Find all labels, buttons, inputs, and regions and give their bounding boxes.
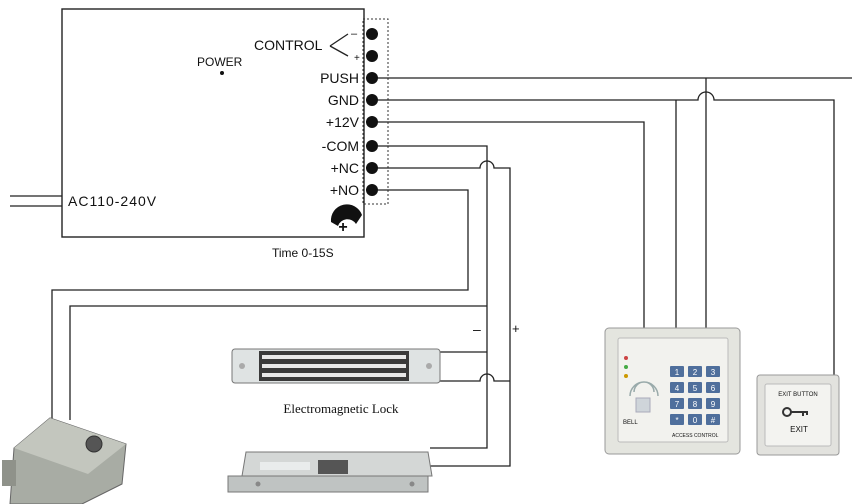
control-bracket	[329, 33, 349, 57]
keypad-key[interactable]	[670, 366, 684, 377]
electromagnetic-lock-label: Electromagnetic Lock	[283, 401, 399, 416]
keypad-key[interactable]	[706, 382, 720, 393]
timer-knob-symbol: +	[338, 219, 347, 236]
terminal-label-nc: +NC	[331, 160, 359, 176]
terminal-label-no: +NO	[330, 182, 359, 198]
terminal-label-12v: +12V	[326, 114, 360, 130]
keypad-key-label: 7	[675, 400, 680, 409]
exit-button	[756, 374, 840, 456]
terminal-com	[366, 140, 378, 152]
keypad-key-label: 1	[675, 368, 680, 377]
timer-label: Time 0-15S	[272, 246, 334, 260]
keypad-key-label: 8	[693, 400, 698, 409]
power-supply-box	[61, 8, 365, 238]
ac-input-wires	[10, 195, 62, 207]
keypad-key-label: *	[675, 416, 678, 425]
terminal-label-gnd: GND	[328, 92, 359, 108]
terminal-control-plus	[366, 50, 378, 62]
keypad-key[interactable]	[688, 414, 702, 425]
keypad-key-label: #	[711, 416, 716, 425]
keypad-key-label: 9	[711, 400, 716, 409]
keypad-key-label: 5	[693, 384, 698, 393]
key-icon	[782, 407, 808, 417]
control-label: CONTROL	[254, 37, 323, 53]
keypad-key-label: 0	[693, 416, 698, 425]
terminal-nc	[366, 162, 378, 174]
control-minus: –	[351, 28, 358, 40]
terminal-label-com: -COM	[322, 138, 359, 154]
keypad-key[interactable]	[688, 382, 702, 393]
terminal-12v	[366, 116, 378, 128]
keypad-key-label: 3	[711, 368, 716, 377]
lock-plus-label: +	[512, 321, 520, 336]
keypad-key[interactable]	[706, 398, 720, 409]
timer-knob	[330, 204, 362, 226]
keypad-key-label: 2	[693, 368, 698, 377]
electromagnetic-lock	[231, 348, 441, 384]
terminal-no	[366, 184, 378, 196]
lock-minus-label: –	[473, 321, 481, 337]
exit-button-label[interactable]: EXIT	[790, 425, 808, 434]
terminal-gnd	[366, 94, 378, 106]
ac-input-label: AC110-240V	[68, 193, 157, 209]
terminal-block	[362, 18, 389, 205]
keypad-key-label: 4	[675, 384, 680, 393]
exit-button-top-label: EXIT BUTTON	[778, 392, 817, 398]
keypad-key[interactable]	[706, 366, 720, 377]
power-label: POWER	[197, 55, 243, 69]
keypad-key[interactable]	[706, 414, 720, 425]
terminal-label-push: PUSH	[320, 70, 359, 86]
control-plus: +	[354, 53, 360, 64]
electric-bolt-lock	[227, 451, 433, 493]
wires	[51, 77, 852, 467]
keypad-bell-label: BELL	[623, 420, 638, 426]
keypad-key[interactable]	[670, 382, 684, 393]
power-led	[220, 71, 224, 75]
keypad-brand-label: ACCESS CONTROL	[672, 433, 719, 439]
terminal-control-minus	[366, 28, 378, 40]
keypad-key[interactable]	[670, 398, 684, 409]
keypad-key-label: 6	[711, 384, 716, 393]
keypad-key[interactable]	[688, 366, 702, 377]
keypad-key[interactable]	[670, 414, 684, 425]
keypad-key[interactable]	[688, 398, 702, 409]
rim-lock	[2, 417, 127, 504]
terminal-push	[366, 72, 378, 84]
